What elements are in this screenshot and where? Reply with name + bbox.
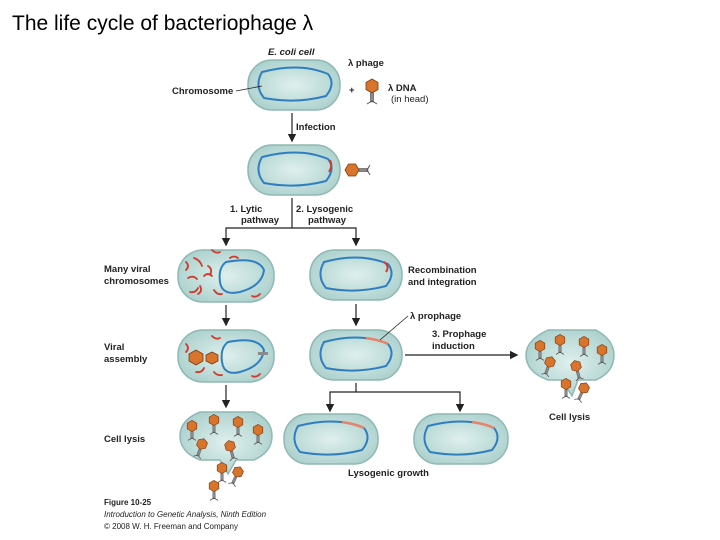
chromosome-label: Chromosome bbox=[172, 86, 233, 97]
cell-lysogenic-growth-1 bbox=[283, 413, 379, 465]
cell-lysis-left-label: Cell lysis bbox=[104, 434, 145, 445]
recombination-label-1: Recombination bbox=[408, 265, 477, 276]
recombination-label-2: and integration bbox=[408, 277, 477, 288]
chromosome-leader-line bbox=[235, 85, 263, 92]
cell-induced-lysis bbox=[525, 329, 615, 404]
lysogenic-growth-arrow-left bbox=[325, 391, 356, 413]
lysogenic-branch-arrow bbox=[292, 227, 361, 247]
ecoli-cell-label: E. coli cell bbox=[268, 47, 315, 58]
slide-title: The life cycle of bacteriophage λ bbox=[12, 12, 314, 35]
cell-lambda-prophage bbox=[309, 329, 403, 381]
plus-sign: + bbox=[349, 85, 355, 96]
viral-assembly-label-2: assembly bbox=[104, 354, 148, 365]
prophage-induction-label-1: 3. Prophage bbox=[432, 329, 486, 340]
book-caption: Introduction to Genetic Analysis, Ninth … bbox=[104, 510, 267, 519]
prophage-leader-line bbox=[379, 315, 409, 341]
many-viral-label-1: Many viral bbox=[104, 264, 150, 275]
attached-phage-icon bbox=[344, 163, 371, 177]
lambda-phage-label: λ phage bbox=[348, 58, 384, 69]
lysogenic-growth-arrow-right bbox=[356, 391, 465, 413]
lysogenic-pathway-label-1: 2. Lysogenic bbox=[296, 204, 353, 215]
lambda-phage-icon bbox=[365, 78, 379, 105]
figure-caption: Figure 10-25 bbox=[104, 498, 152, 507]
infected-cell bbox=[247, 144, 341, 196]
cell-viral-assembly bbox=[177, 329, 275, 383]
viral-assembly-label-1: Viral bbox=[104, 342, 124, 353]
copyright-caption: © 2008 W. H. Freeman and Company bbox=[104, 522, 238, 531]
cell-many-viral-chromosomes bbox=[177, 249, 275, 303]
cell-recombination bbox=[309, 249, 403, 301]
lambda-prophage-label: λ prophage bbox=[410, 311, 461, 322]
infection-label: Infection bbox=[296, 122, 336, 133]
lytic-pathway-label-1: 1. Lytic bbox=[230, 204, 262, 215]
lambda-dna-label-1: λ DNA bbox=[388, 83, 417, 94]
lambda-dna-label-2: (in head) bbox=[391, 94, 429, 105]
cell-lysogenic-growth-2 bbox=[413, 413, 509, 465]
lysogenic-pathway-label-2: pathway bbox=[308, 215, 347, 226]
many-viral-label-2: chromosomes bbox=[104, 276, 169, 287]
lytic-pathway-label-2: pathway bbox=[241, 215, 280, 226]
lytic-branch-arrow bbox=[221, 227, 292, 247]
ecoli-cell-initial bbox=[247, 59, 341, 111]
cell-lysis-right-label: Cell lysis bbox=[549, 412, 590, 423]
cell-lytic-lysis bbox=[179, 411, 273, 501]
prophage-induction-label-2: induction bbox=[432, 341, 475, 352]
lysogenic-growth-label: Lysogenic growth bbox=[348, 468, 429, 479]
